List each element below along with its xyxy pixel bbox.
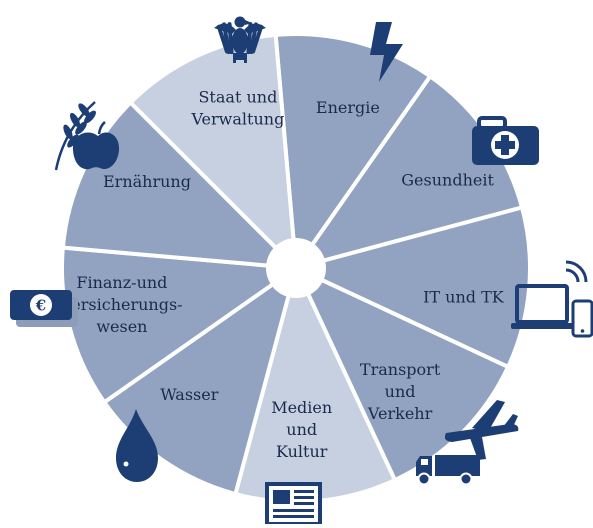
sector-label-line: Gesundheit [401,171,494,190]
truck-icon [416,455,480,486]
first-aid-kit-icon [472,116,539,165]
sector-ernaehrung [60,100,298,270]
sector-label-line: wesen [96,317,147,336]
sector-label-energie: Energie [316,98,380,117]
sector-label-line: Versicherungs- [60,295,182,314]
sector-label-line: Finanz-und [76,273,167,292]
wheel-slices [60,32,532,504]
sector-label-line: Kultur [276,442,328,461]
sector-staat [128,32,298,270]
water-drop-icon [116,409,158,482]
sector-label-wasser: Wasser [160,385,218,404]
lightning-bolt-icon [370,22,403,82]
plane-truck-icon [416,400,519,486]
sector-label-line: und [286,420,317,439]
sector-label-line: und [385,382,416,401]
sector-energie [273,32,433,270]
sector-label-line: Energie [316,98,380,117]
sector-label-line: Transport [360,360,441,379]
apple-icon [72,121,120,170]
right-wing [244,22,266,55]
wheat-apple-icon [54,101,120,171]
sector-label-line: Verkehr [367,404,433,423]
sector-wasser [102,266,298,497]
wheat-icon [54,101,96,171]
sector-label-line: Wasser [160,385,218,404]
sector-label-line: Staat und [198,87,277,106]
sector-label-line: Verwaltung [190,109,284,128]
laptop-phone-icon [511,260,593,338]
sector-label-line: Ernährung [103,172,191,191]
sector-label-gesundheit: Gesundheit [401,171,494,190]
sector-label-line: IT und TK [423,288,505,307]
svg-text:€: € [35,297,46,315]
sector-it [294,205,532,369]
sector-finanz [60,245,298,405]
plane-icon [444,400,519,460]
wheel-hub [266,238,326,298]
federal-eagle-icon [214,16,266,63]
sector-label-ernaehrung: Ernährung [103,172,191,191]
sector-label-it: IT und TK [423,288,505,307]
newspaper-icon [265,482,322,526]
sector-label-line: Medien [271,398,332,417]
left-wing [214,22,236,55]
euro-banknote-icon: € [10,290,78,327]
